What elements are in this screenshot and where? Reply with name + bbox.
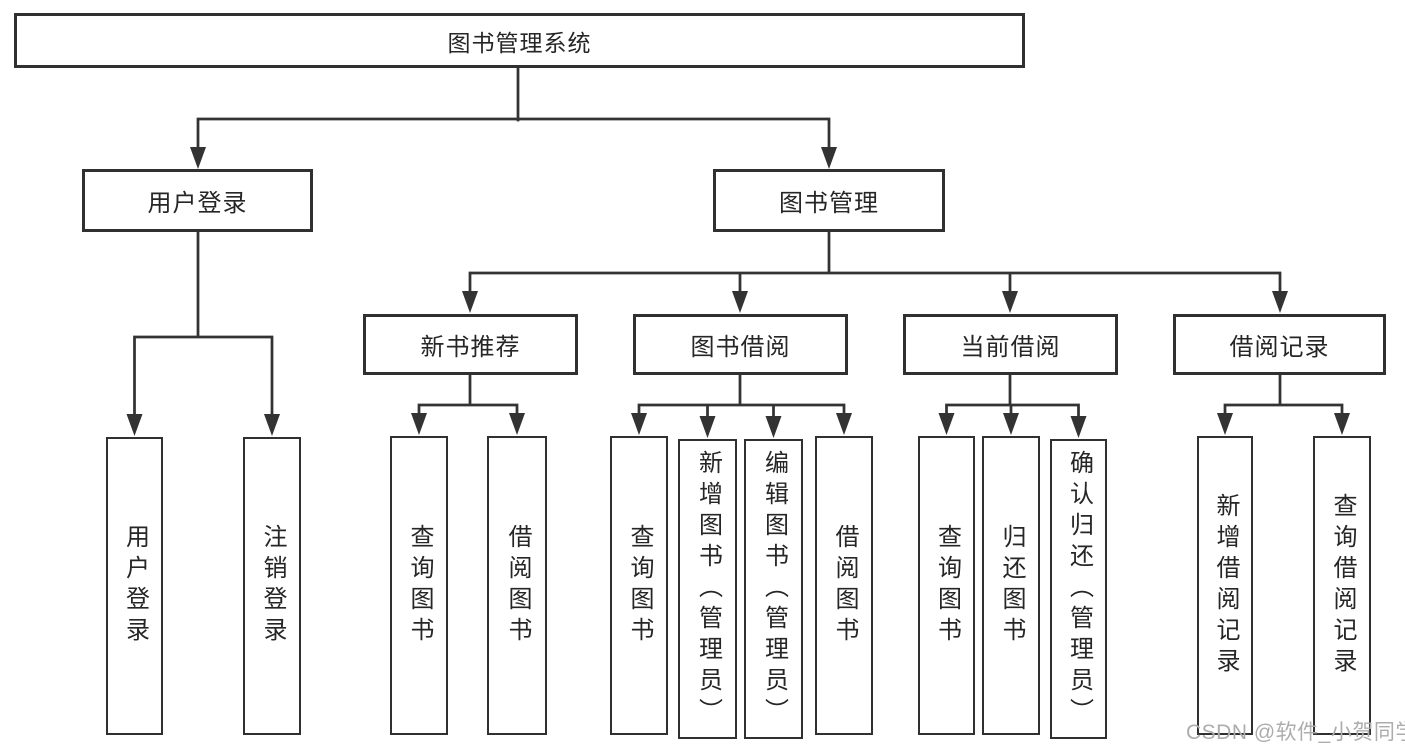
leaf-logout-login: 注销登录 [243, 437, 301, 735]
leaf-borrow-books: 借阅图书 [487, 436, 547, 735]
node-label: 编辑图书（管理员） [760, 449, 788, 729]
leaf-return-books: 归还图书 [982, 436, 1040, 735]
arrow-down-icon [732, 291, 748, 313]
leaf-query-borrow-record: 查询借阅记录 [1313, 436, 1371, 735]
leaf-add-books-admin: 新增图书（管理员） [678, 439, 737, 739]
leaf-edit-books-admin: 编辑图书（管理员） [744, 439, 803, 739]
leaf-query-books: 查询图书 [610, 436, 668, 735]
node-label: 图书管理 [779, 190, 879, 217]
node-label: 用户登录 [147, 190, 248, 217]
arrow-down-icon [1002, 291, 1018, 313]
node-label: 新增借阅记录 [1212, 492, 1239, 679]
arrow-down-icon [1003, 413, 1019, 435]
node-label: 借阅记录 [1229, 334, 1330, 361]
arrow-down-icon [126, 414, 143, 436]
leaf-query-books: 查询图书 [918, 436, 975, 735]
node-label: 查询图书 [406, 523, 433, 648]
connector-bookmgmt-to-level3 [468, 230, 1282, 296]
node-new-book-recommend: 新书推荐 [363, 314, 578, 375]
csdn-watermark: CSDN @软件_小贺同学 [1186, 721, 1405, 744]
arrow-down-icon [765, 416, 782, 438]
node-label: 查询图书 [626, 523, 653, 648]
leaf-confirm-return-admin: 确认归还（管理员） [1050, 439, 1107, 739]
arrow-down-icon [1217, 413, 1233, 435]
arrow-down-icon [1334, 413, 1350, 435]
node-label: 注销登录 [259, 524, 286, 648]
node-label: 新增图书（管理员） [694, 449, 722, 729]
node-current-borrow: 当前借阅 [903, 314, 1118, 375]
node-library-management-system: 图书管理系统 [14, 13, 1025, 68]
connector-root-to-level2 [196, 66, 831, 152]
arrow-down-icon [411, 413, 427, 435]
arrow-down-icon [509, 413, 525, 435]
leaf-add-borrow-record: 新增借阅记录 [1197, 436, 1253, 735]
node-label: 确认归还（管理员） [1065, 449, 1093, 729]
connector-bookborrow-to-leaves [637, 373, 846, 422]
arrow-down-icon [836, 413, 852, 435]
node-label: 图书管理系统 [447, 29, 592, 56]
leaf-borrow-books: 借阅图书 [815, 436, 873, 735]
arrow-down-icon [1272, 291, 1288, 313]
node-label: 归还图书 [998, 523, 1025, 648]
node-label: 图书借阅 [690, 334, 791, 361]
node-book-borrow: 图书借阅 [633, 314, 848, 375]
arrow-down-icon [190, 147, 206, 169]
node-label: 查询图书 [933, 523, 961, 648]
node-borrow-records: 借阅记录 [1173, 314, 1386, 375]
node-label: 借阅图书 [831, 523, 858, 648]
node-label: 用户登录 [121, 524, 149, 648]
arrow-down-icon [699, 416, 716, 438]
node-book-management-branch: 图书管理 [713, 169, 945, 232]
leaf-query-books: 查询图书 [390, 436, 448, 735]
arrow-down-icon [264, 414, 280, 436]
arrow-down-icon [462, 291, 478, 313]
leaf-user-login: 用户登录 [106, 437, 163, 735]
node-label: 新书推荐 [420, 334, 521, 361]
connector-newbook-to-leaves [417, 373, 519, 419]
connector-borrowrecords-to-leaves [1223, 373, 1344, 419]
connector-currentborrow-to-leaves [945, 373, 1080, 422]
arrow-down-icon [1070, 416, 1087, 438]
node-user-login-branch: 用户登录 [82, 169, 313, 232]
connector-userlogin-to-leaves [133, 230, 274, 419]
node-label: 当前借阅 [960, 334, 1061, 361]
node-label: 查询借阅记录 [1329, 492, 1356, 679]
arrow-down-icon [631, 413, 647, 435]
node-label: 借阅图书 [504, 523, 531, 648]
arrow-down-icon [821, 147, 837, 169]
arrow-down-icon [938, 413, 955, 435]
